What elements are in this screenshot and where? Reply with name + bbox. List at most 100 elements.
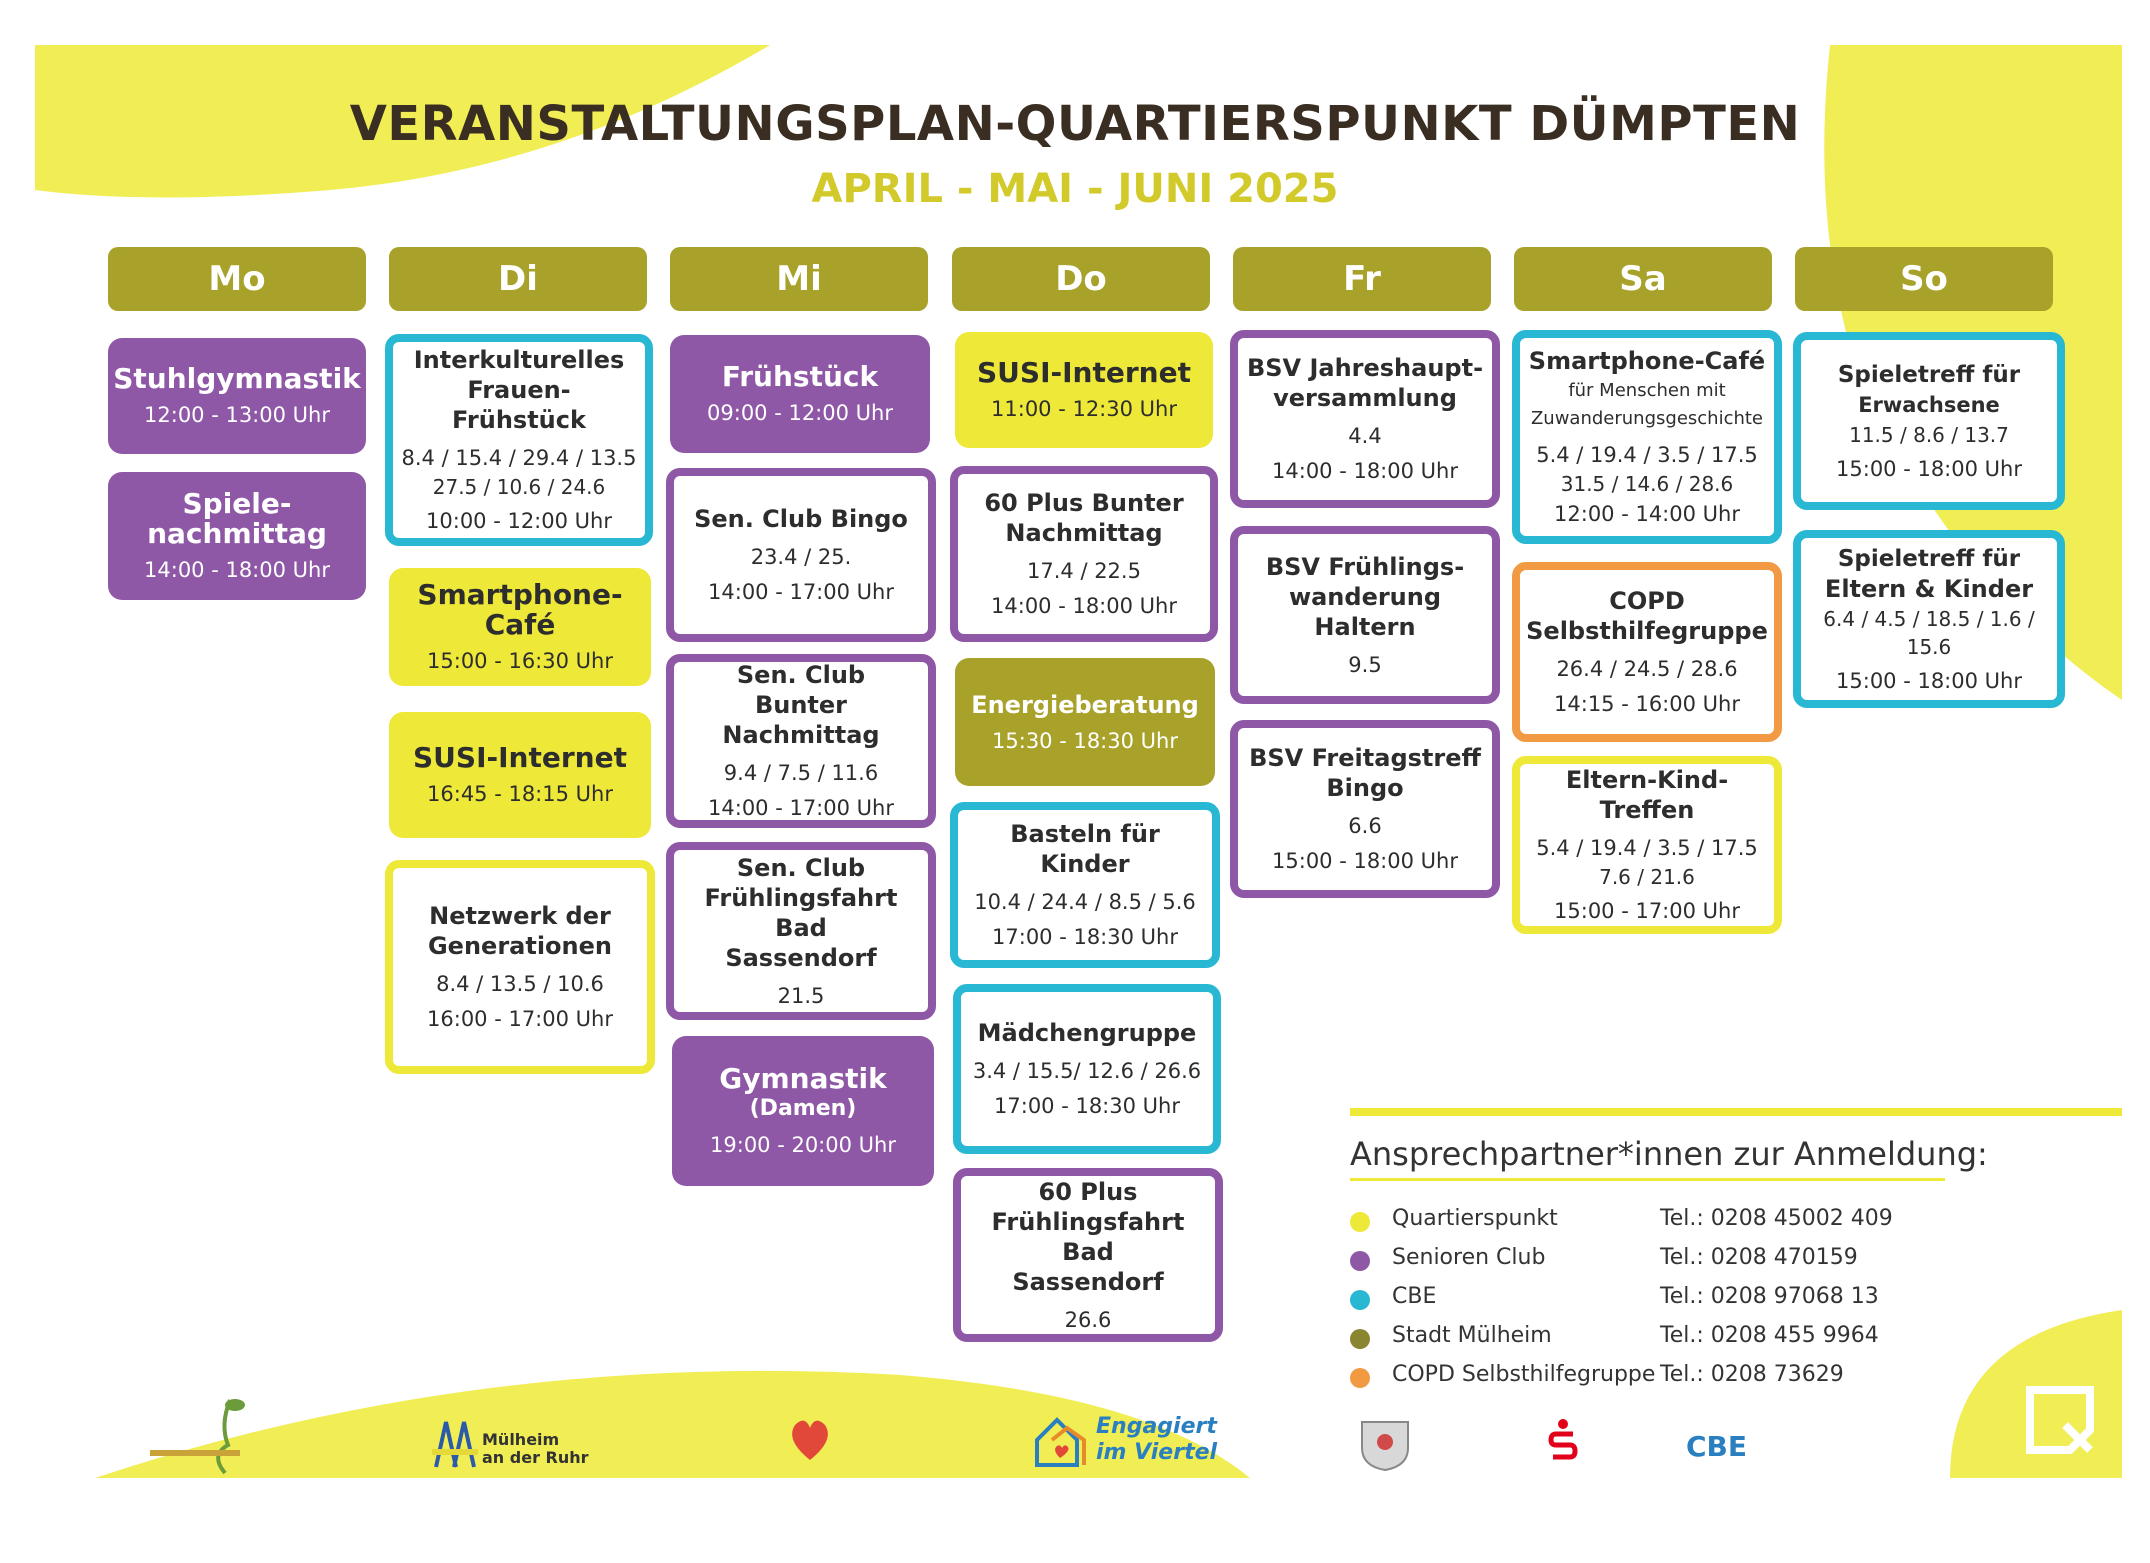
event-card-fruehstueck: Frühstück 09:00 - 12:00 Uhr <box>670 335 930 453</box>
contact-heading: Ansprechpartner*innen zur Anmeldung: <box>1350 1135 1988 1173</box>
event-card-bsv-freitagstreff: BSV Freitagstreff Bingo 6.6 15:00 - 18:0… <box>1230 720 1500 898</box>
event-title: Basteln für Kinder <box>1010 820 1160 878</box>
event-title: Frühstück <box>721 359 879 393</box>
event-dates: 11.5 / 8.6 / 13.7 <box>1849 422 2009 447</box>
day-header-so: So <box>1795 247 2053 311</box>
event-subtitle-line2: Zuwanderungsgeschichte <box>1530 408 1764 429</box>
event-time: 14:00 - 18:00 Uhr <box>1272 459 1458 483</box>
event-card-netzwerk-generationen: Netzwerk der Generationen 8.4 / 13.5 / 1… <box>385 860 655 1074</box>
event-title-line2: Frühlingsfahrt Bad <box>991 1207 1185 1266</box>
event-dates-line2: 27.5 / 10.6 / 24.6 <box>432 475 606 499</box>
event-card-bsv-jahreshauptversammlung: BSV Jahreshaupt- versammlung 4.4 14:00 -… <box>1230 330 1500 508</box>
contact-tel: Tel.: 0208 455 9964 <box>1660 1323 1879 1348</box>
event-title: 60 Plus Bunter <box>984 489 1184 517</box>
event-title: Netzwerk der <box>429 902 611 930</box>
event-time: 15:00 - 16:30 Uhr <box>427 648 613 673</box>
bsv-crest-logo <box>1358 1418 1412 1472</box>
event-card-stuhlgymnastik: Stuhlgymnastik 12:00 - 13:00 Uhr <box>108 338 366 454</box>
event-title: Sen. Club <box>736 661 866 689</box>
event-title-line2: (Damen) <box>749 1095 857 1121</box>
event-time: 16:45 - 18:15 Uhr <box>427 781 613 806</box>
event-title: Sen. Club Bingo <box>694 505 908 533</box>
event-dates: 10.4 / 24.4 / 8.5 / 5.6 <box>974 890 1196 914</box>
event-card-sen-club-fruehlingsfahrt: Sen. Club Frühlingsfahrt Bad Sassendorf … <box>666 842 936 1020</box>
event-dates: 5.4 / 19.4 / 3.5 / 17.5 <box>1536 443 1758 467</box>
event-card-gymnastik: Gymnastik (Damen) 19:00 - 20:00 Uhr <box>672 1036 934 1186</box>
event-card-energieberatung: Energieberatung 15:30 - 18:30 Uhr <box>955 658 1215 786</box>
contact-tel: Tel.: 0208 97068 13 <box>1660 1284 1879 1309</box>
event-card-spielenachmittag: Spiele- nachmittag 14:00 - 18:00 Uhr <box>108 472 366 600</box>
contact-tel: Tel.: 0208 470159 <box>1660 1245 1858 1270</box>
event-title-line2: Erwachsene <box>1858 392 2000 417</box>
event-dates: 8.4 / 13.5 / 10.6 <box>436 972 604 996</box>
event-title: Mädchengruppe <box>977 1019 1197 1047</box>
event-title: BSV Frühlings- <box>1265 552 1465 581</box>
muelheim-logo-text: Mülheim <box>482 1430 560 1449</box>
engagiert-logo-text: Engagiert <box>1096 1414 1217 1439</box>
event-dates: 3.4 / 15.5/ 12.6 / 26.6 <box>972 1059 1202 1083</box>
event-time: 10:00 - 12:00 Uhr <box>426 509 612 533</box>
event-time: 12:00 - 14:00 Uhr <box>1554 502 1740 526</box>
event-time: 17:00 - 18:30 Uhr <box>994 1094 1180 1118</box>
event-time: 14:00 - 17:00 Uhr <box>708 580 894 604</box>
contact-divider-top <box>1350 1108 2122 1116</box>
muelheim-logo: Mülheim an der Ruhr <box>432 1412 592 1472</box>
event-title: Interkulturelles <box>413 346 625 374</box>
event-title-line2: Bingo <box>1326 774 1404 802</box>
legend-dot-blue <box>1350 1290 1370 1310</box>
cbe-logo-text: CBE <box>1686 1430 1748 1463</box>
event-title: Smartphone-Café <box>1528 347 1766 375</box>
event-time: 11:00 - 12:30 Uhr <box>991 396 1177 421</box>
engagiert-logo-text2: im Viertel <box>1096 1440 1218 1465</box>
day-header-mi: Mi <box>670 247 928 311</box>
event-title: Eltern-Kind-Treffen <box>1565 766 1729 824</box>
event-dates: 9.5 <box>1348 652 1382 677</box>
cbe-logo: CBE <box>1686 1426 1806 1466</box>
event-title: Spiele- <box>182 486 292 520</box>
solidarische-landwirtschaft-logo <box>150 1395 260 1475</box>
contact-name: CBE <box>1392 1284 1437 1309</box>
day-header-do: Do <box>952 247 1210 311</box>
event-title-line2: nachmittag <box>147 516 327 550</box>
muelheim-logo-text2: an der Ruhr <box>482 1448 589 1467</box>
event-card-60plus-bunter-nachmittag: 60 Plus Bunter Nachmittag 17.4 / 22.5 14… <box>950 466 1218 642</box>
event-dates: 26.6 <box>1064 1307 1112 1332</box>
event-card-smartphone-cafe-sa: Smartphone-Café für Menschen mit Zuwande… <box>1512 330 1782 544</box>
contact-name: Stadt Mülheim <box>1392 1323 1552 1348</box>
contact-name: Quartierspunkt <box>1392 1206 1558 1231</box>
event-dates: 17.4 / 22.5 <box>1027 559 1141 583</box>
legend-dot-yellow <box>1350 1212 1370 1232</box>
event-time: 09:00 - 12:00 Uhr <box>707 400 893 425</box>
page-subtitle: APRIL - MAI - JUNI 2025 <box>811 166 1339 212</box>
event-title-line2: Selbsthilfegruppe <box>1526 617 1768 645</box>
event-time: 17:00 - 18:30 Uhr <box>992 925 1178 949</box>
day-header-sa: Sa <box>1514 247 1772 311</box>
event-card-smartphone-cafe: Smartphone-Café 15:00 - 16:30 Uhr <box>389 568 651 686</box>
event-dates: 23.4 / 25. <box>750 545 852 569</box>
contact-name: Senioren Club <box>1392 1245 1546 1270</box>
event-time: 15:30 - 18:30 Uhr <box>992 728 1178 753</box>
event-title-line3: Sassendorf <box>1012 1267 1164 1296</box>
senioren-club-logo <box>780 1410 840 1470</box>
event-title: BSV Freitagstreff <box>1249 744 1481 772</box>
bottom-swoosh <box>95 1370 1250 1478</box>
event-dates: 9.4 / 7.5 / 11.6 <box>723 761 879 785</box>
event-dates: 5.4 / 19.4 / 3.5 / 17.5 <box>1536 836 1758 860</box>
top-left-swoosh <box>35 45 770 198</box>
event-title: BSV Jahreshaupt- <box>1246 354 1484 382</box>
quartierspunkt-logo <box>2025 1385 2095 1455</box>
event-title: SUSI-Internet <box>413 740 627 774</box>
legend-dot-olive <box>1350 1329 1370 1349</box>
event-time: 16:00 - 17:00 Uhr <box>427 1007 613 1031</box>
event-title: COPD <box>1609 587 1685 615</box>
event-title: 60 Plus <box>1038 1177 1138 1206</box>
event-dates: 8.4 / 15.4 / 29.4 / 13.5 <box>401 446 637 470</box>
sparkasse-logo <box>1548 1418 1578 1464</box>
event-title-line2: Nachmittag <box>1005 519 1163 547</box>
event-time: 12:00 - 13:00 Uhr <box>144 402 330 427</box>
contact-name: COPD Selbsthilfegruppe <box>1392 1362 1656 1387</box>
event-time: 14:00 - 18:00 Uhr <box>991 594 1177 618</box>
event-title-line3: Sassendorf <box>725 943 877 972</box>
event-dates-line2: 7.6 / 21.6 <box>1599 865 1695 889</box>
legend-dot-purple <box>1350 1251 1370 1271</box>
